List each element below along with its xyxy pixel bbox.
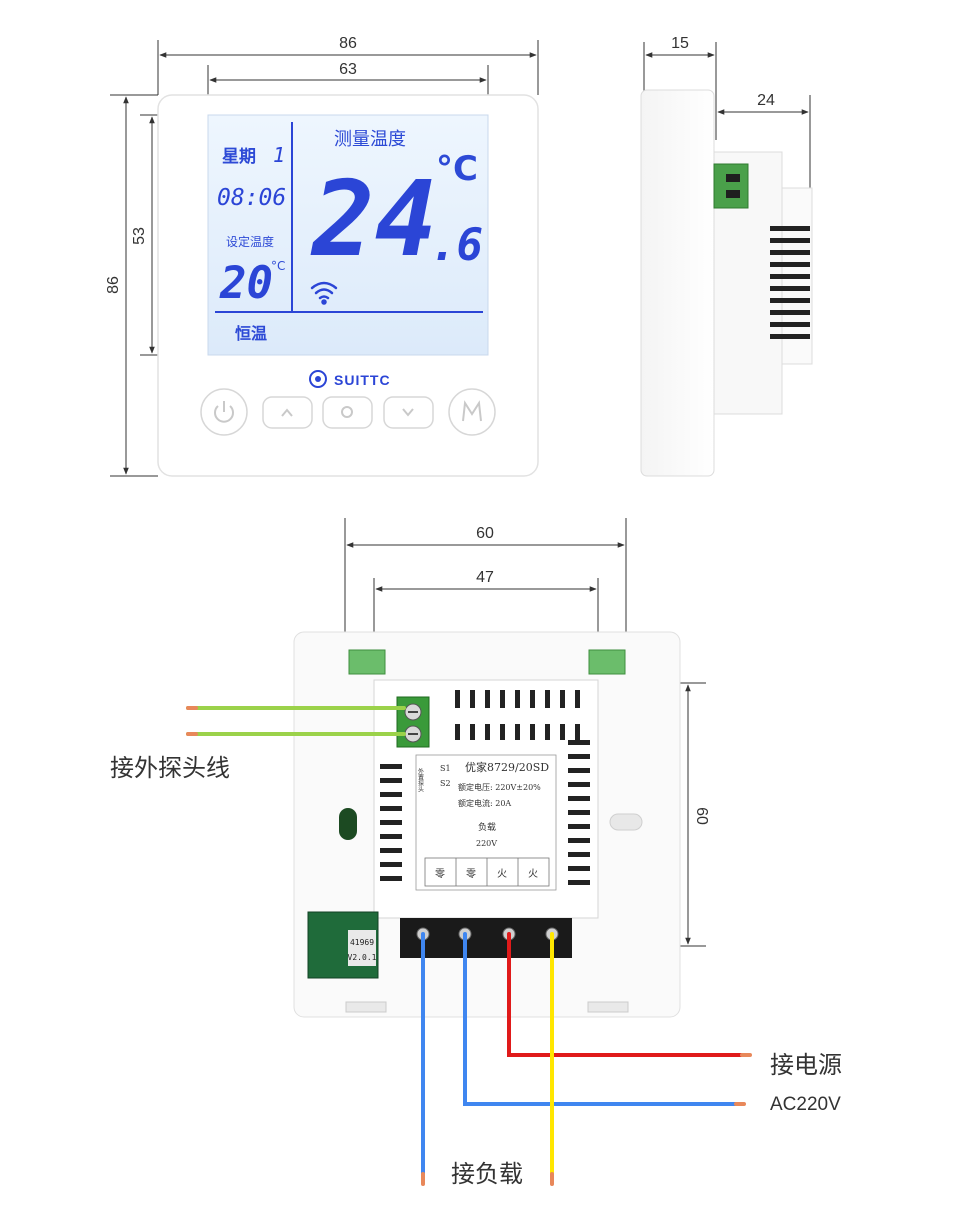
- s1-label: S1: [440, 764, 451, 773]
- screw-hole-right: [609, 813, 643, 831]
- power-icon: [214, 401, 234, 423]
- side-faceplate: [640, 89, 715, 477]
- chevron-down-icon: [402, 408, 414, 417]
- terminal-label-1: 零: [435, 868, 445, 880]
- measured-temp-integer: 24: [310, 158, 437, 280]
- screw-hole-left: [339, 808, 357, 840]
- power-spec-label: AC220V: [770, 1094, 841, 1115]
- rated-voltage: 额定电压: 220V±20%: [458, 782, 541, 792]
- back-height: 60: [693, 807, 710, 825]
- weekday-label: 星期: [222, 147, 256, 167]
- up-button[interactable]: [262, 396, 313, 429]
- model-number: 优家8729/20SD: [465, 760, 549, 774]
- brand-logo-icon: [309, 370, 327, 388]
- brand-name: SUITTC: [334, 372, 391, 388]
- front-width-inner: 63: [339, 61, 357, 78]
- gear-icon: [341, 406, 353, 418]
- lcd-screen: [207, 114, 489, 356]
- mode-button[interactable]: [448, 388, 496, 436]
- chevron-up-icon: [281, 408, 293, 417]
- power-live-wire: [507, 932, 750, 1057]
- front-height-inner: 53: [131, 227, 148, 245]
- mount-clip-right: [588, 649, 626, 675]
- back-width-inner: 47: [476, 569, 494, 586]
- terminal-label-2: 零: [466, 868, 476, 880]
- s2-label: S2: [440, 779, 451, 788]
- rated-current: 额定电流: 20A: [458, 798, 511, 808]
- load-label: 负载: [478, 821, 496, 833]
- front-dimensions: [110, 40, 539, 477]
- terminal-label-4: 火: [528, 868, 538, 880]
- set-temp-label: 设定温度: [226, 234, 274, 249]
- measured-temp-label: 测量温度: [334, 129, 406, 150]
- side-view: 15 24: [640, 35, 813, 477]
- side-depth-front: 15: [671, 35, 689, 52]
- back-view: 60 47 60: [293, 518, 710, 1018]
- terminal-label-3: 火: [497, 868, 507, 880]
- front-height-outer: 86: [105, 276, 122, 294]
- power-terminal-strip: [400, 918, 572, 958]
- settings-button[interactable]: [322, 396, 373, 429]
- power-neutral-wire: [463, 932, 744, 1106]
- wiring: [186, 706, 752, 1186]
- mode-label: 恒温: [235, 324, 267, 343]
- side-terminal-block: [713, 163, 749, 209]
- weekday-value: 1: [273, 143, 285, 167]
- power-button[interactable]: [200, 388, 248, 436]
- spec-label: [415, 754, 557, 891]
- side-vents: [770, 226, 810, 339]
- power-label: 接电源: [770, 1051, 842, 1079]
- top-vents: [455, 690, 580, 740]
- measured-temp-decimal: .6: [430, 220, 483, 271]
- left-vents: [380, 764, 402, 881]
- probe-label: 外置探头: [417, 767, 424, 793]
- set-temp-value: 20: [219, 258, 273, 309]
- front-view: 86 63 86 53 星期 1 08:06 设定温度 20 °C 测量温度 2…: [105, 35, 539, 477]
- back-width-outer: 60: [476, 525, 494, 542]
- measured-temp-unit: °C: [436, 149, 478, 189]
- right-vents: [568, 740, 590, 885]
- wifi-icon: [310, 281, 338, 305]
- clock-display: 08:06: [217, 185, 286, 211]
- pcb-code-2: V2.0.1: [348, 953, 377, 962]
- side-depth-back: 24: [757, 92, 775, 109]
- load-wire-label: 接负载: [451, 1160, 523, 1188]
- pcb-code-1: 41969: [350, 938, 374, 947]
- probe-wire-label: 接外探头线: [110, 754, 230, 782]
- set-temp-unit: °C: [271, 259, 285, 273]
- m-icon: [462, 400, 482, 422]
- down-button[interactable]: [383, 396, 434, 429]
- load-voltage: 220V: [476, 839, 497, 848]
- front-width-outer: 86: [339, 35, 357, 52]
- mount-clip-left: [348, 649, 386, 675]
